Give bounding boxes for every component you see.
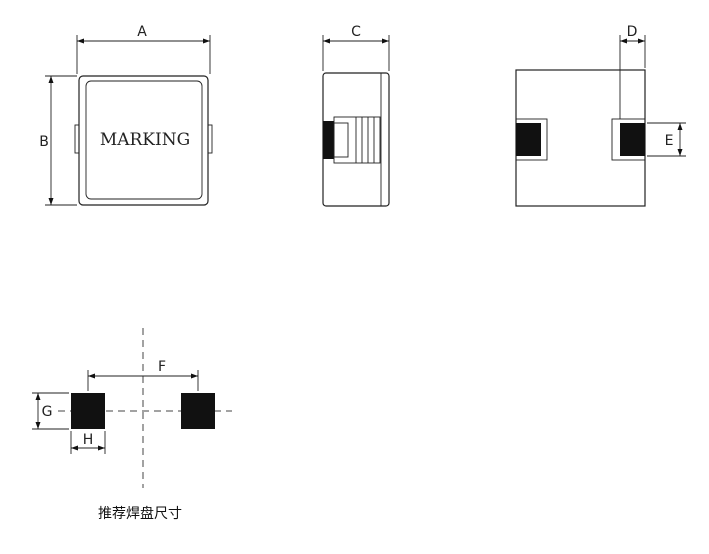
- dimension-a-label: A: [137, 24, 147, 40]
- top-view: MARKING A B: [39, 24, 213, 206]
- right-solder-pad: [181, 393, 215, 429]
- side-view-terminal: [323, 121, 334, 159]
- left-solder-pad: [71, 393, 105, 429]
- dimension-a: A: [76, 24, 211, 74]
- dimension-e-label: E: [665, 133, 674, 149]
- dimension-e: E: [647, 122, 686, 157]
- top-view-left-tab: [74, 124, 80, 154]
- dimension-c: C: [322, 24, 390, 71]
- side-view: C: [322, 24, 390, 207]
- dimension-g-label: G: [42, 404, 53, 420]
- dimension-b: B: [39, 75, 77, 206]
- pad-layout: F G H 推荐焊盘尺寸: [32, 328, 232, 522]
- dimension-f-label: F: [158, 359, 166, 375]
- dimension-b-label: B: [39, 134, 49, 150]
- dimension-h: H: [70, 431, 106, 454]
- bottom-view-right-terminal: [611, 118, 646, 161]
- top-view-inner-face: [85, 80, 203, 200]
- marking-text: MARKING: [100, 130, 190, 150]
- dimension-g: G: [32, 392, 69, 430]
- bottom-view: D E: [515, 24, 686, 207]
- dimension-d-label: D: [627, 24, 638, 40]
- top-view-right-tab: [207, 124, 213, 154]
- dimension-d: D: [619, 24, 646, 119]
- pad-layout-caption: 推荐焊盘尺寸: [98, 505, 182, 522]
- side-view-winding: [333, 116, 381, 164]
- bottom-view-left-terminal: [515, 118, 548, 161]
- dimension-h-label: H: [83, 432, 94, 448]
- dimension-c-label: C: [351, 24, 361, 40]
- dimension-f: F: [87, 359, 199, 391]
